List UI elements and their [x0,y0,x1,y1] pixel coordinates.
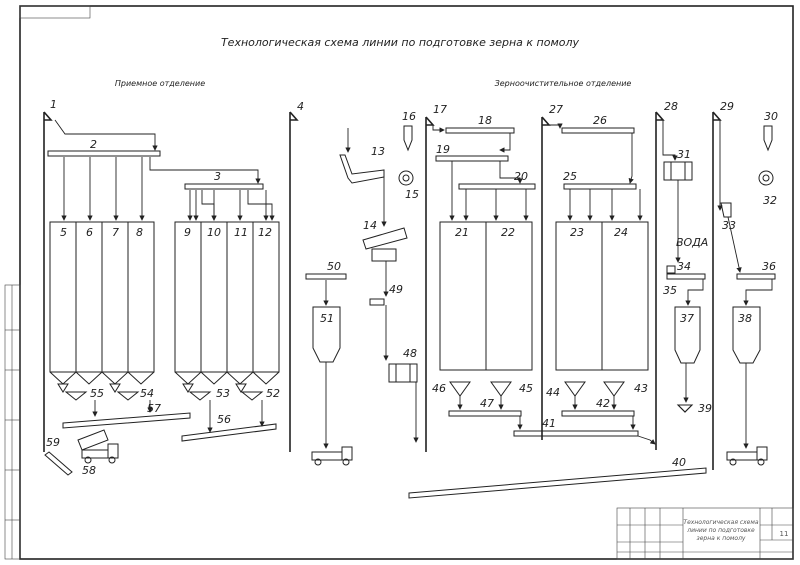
label-48: 48 [403,347,417,360]
label-26: 26 [593,114,607,127]
label-23: 23 [570,226,584,239]
label-51: 51 [320,312,334,325]
label-29: 29 [720,100,734,113]
label-11: 11 [234,226,248,239]
stamp-title-line-3: зерна к помолу [697,535,746,542]
conveyor-2 [47,150,161,157]
label-21: 21 [455,226,469,239]
conveyors [44,127,776,499]
label-31: 31 [677,148,691,161]
label-46: 46 [432,382,446,395]
drawing-title: Технологическая схема линии по подготовк… [221,36,580,49]
silo-group-receiving-1 [49,221,155,385]
label-45: 45 [519,382,533,395]
label-12: 12 [258,226,272,239]
label-3: 3 [214,170,221,183]
section-receiving-label: Приемное отделение [115,79,205,88]
label-32: 32 [763,194,777,207]
equipment-numbers: 1 2 3 4 5 6 7 8 9 10 11 12 13 14 15 16 1… [46,98,778,477]
conveyor-26 [561,127,635,134]
conveyor-34 [666,273,706,280]
conveyor-47 [448,410,522,417]
label-6: 6 [86,226,93,239]
label-14: 14 [363,219,377,232]
label-54: 54 [140,387,154,400]
label-4: 4 [297,100,304,113]
conveyor-50 [305,273,347,280]
label-22: 22 [501,226,515,239]
label-17: 17 [433,103,447,116]
label-39: 39 [698,402,712,415]
silo-group-receiving-2 [174,221,280,385]
label-52: 52 [266,387,280,400]
label-36: 36 [762,260,776,273]
label-47: 47 [480,397,494,410]
conveyor-18 [445,127,515,134]
label-16: 16 [402,110,416,123]
conveyor-40 [408,467,707,499]
label-25: 25 [563,170,577,183]
flow-lines [54,119,773,449]
label-2: 2 [90,138,97,151]
silo-group-cleaning-2 [555,221,649,371]
label-44: 44 [546,386,560,399]
stamp-title-line-1: Технологическая схема [683,519,758,526]
drawing-frame [4,5,794,560]
conveyor-36 [736,273,776,280]
label-40: 40 [672,456,686,469]
label-55: 55 [90,387,104,400]
conveyor-59 [44,451,73,476]
conveyor-20 [458,183,536,190]
label-58: 58 [82,464,96,477]
label-59: 59 [46,436,60,449]
water-label: ВОДА [676,236,708,249]
conveyor-19 [435,155,509,162]
conveyor-3 [184,183,264,190]
label-28: 28 [664,100,678,113]
label-56: 56 [217,413,231,426]
label-57: 57 [147,402,161,415]
label-10: 10 [207,226,221,239]
label-24: 24 [614,226,628,239]
label-41: 41 [542,417,556,430]
label-50: 50 [327,260,341,273]
auxiliary-equipment [339,125,774,413]
label-15: 15 [405,188,419,201]
label-1: 1 [50,98,57,111]
label-33: 33 [722,219,736,232]
label-53: 53 [216,387,230,400]
section-cleaning-label: Зерноочистительное отделение [495,79,632,88]
conveyor-56 [181,423,277,442]
label-38: 38 [738,312,752,325]
label-49: 49 [389,283,403,296]
label-7: 7 [112,226,119,239]
label-34: 34 [677,260,691,273]
label-42: 42 [596,397,610,410]
label-20: 20 [514,170,528,183]
label-37: 37 [680,312,694,325]
label-18: 18 [478,114,492,127]
conveyor-41 [513,430,639,437]
label-8: 8 [136,226,143,239]
bins-single [312,306,761,364]
label-27: 27 [549,103,563,116]
label-9: 9 [184,226,191,239]
trucks [77,429,768,466]
silo-group-cleaning-1 [439,221,533,371]
label-19: 19 [436,143,450,156]
label-35: 35 [663,284,677,297]
conveyor-57 [62,412,191,429]
conveyor-42 [561,410,635,417]
label-30: 30 [764,110,778,123]
conveyor-25 [563,183,637,190]
title-block: Технологическая схема линии по подготовк… [616,507,794,560]
label-43: 43 [634,382,648,395]
stamp-sheet-number: 11 [780,530,789,538]
label-5: 5 [60,226,67,239]
label-13: 13 [371,145,385,158]
stamp-title-line-2: линии по подготовке [686,527,755,534]
